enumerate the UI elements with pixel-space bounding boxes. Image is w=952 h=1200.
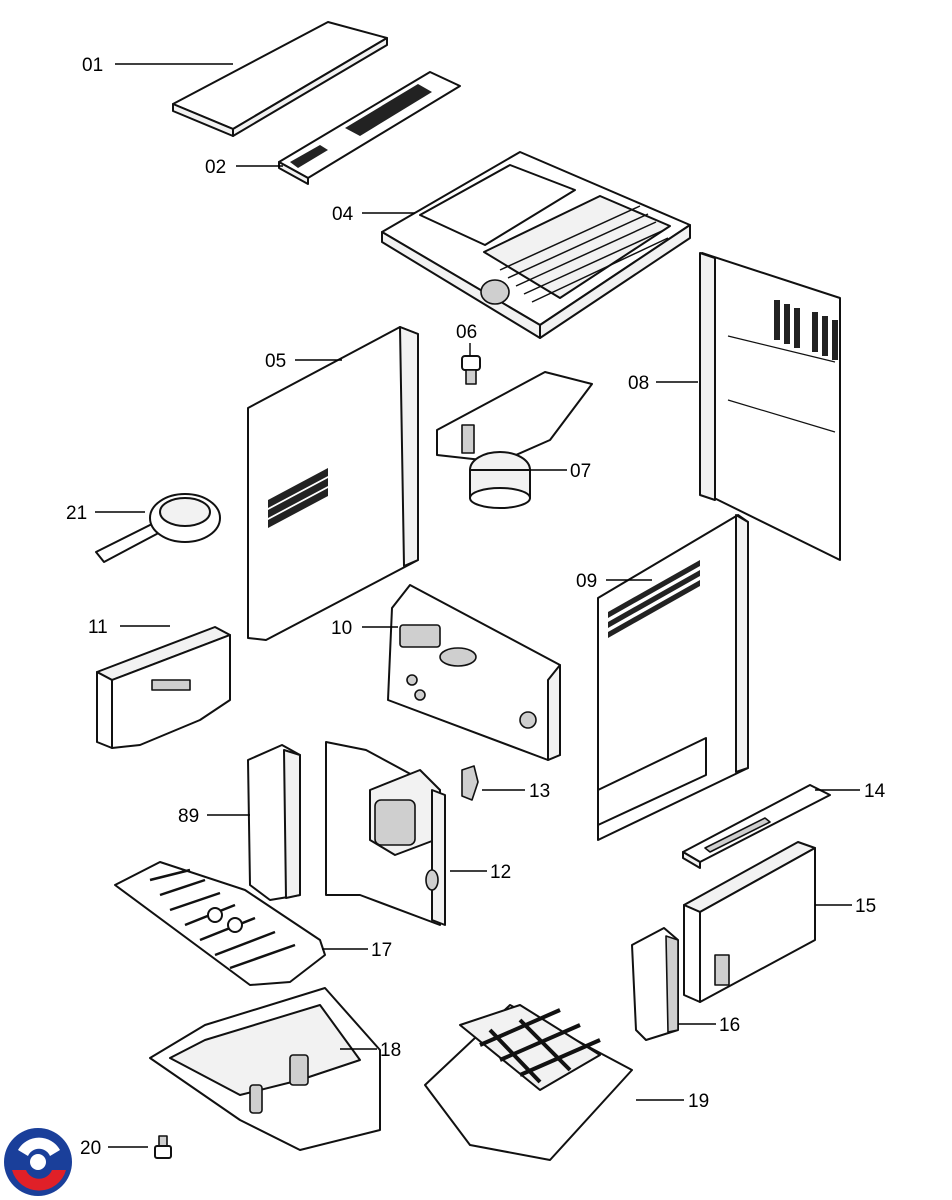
- label-11: 11: [88, 617, 108, 638]
- part-08-rear-panel[interactable]: [699, 252, 841, 561]
- part-10-front-control-panel[interactable]: [387, 584, 561, 761]
- label-18: 18: [380, 1040, 401, 1061]
- label-07: 07: [570, 461, 591, 482]
- part-06-knob[interactable]: [461, 355, 481, 385]
- part-09-right-side-panel[interactable]: [597, 514, 749, 841]
- part-01-top-lid[interactable]: [172, 21, 388, 137]
- part-04-top-frame[interactable]: [381, 151, 691, 339]
- label-20: 20: [80, 1138, 101, 1159]
- label-15: 15: [855, 896, 876, 917]
- part-21-measuring-scoop[interactable]: [95, 493, 221, 563]
- label-12: 12: [490, 862, 511, 883]
- part-11-grounds-container[interactable]: [96, 626, 231, 749]
- part-12-brew-unit[interactable]: [325, 741, 446, 926]
- label-13: 13: [529, 781, 550, 802]
- label-05: 05: [265, 351, 286, 372]
- label-01: 01: [82, 55, 103, 76]
- part-16-side-trim[interactable]: [631, 927, 679, 1041]
- label-06: 06: [456, 322, 477, 343]
- part-13-clip[interactable]: [461, 765, 479, 801]
- label-14: 14: [864, 781, 886, 802]
- label-21: 21: [66, 503, 87, 524]
- label-17: 17: [371, 940, 392, 961]
- part-14-slide-lever[interactable]: [682, 784, 831, 869]
- brand-logo: [4, 1128, 72, 1196]
- label-09: 09: [576, 571, 597, 592]
- label-10: 10: [331, 618, 352, 639]
- part-89-front-trim[interactable]: [247, 744, 301, 901]
- label-04: 04: [332, 204, 354, 225]
- part-20-screw[interactable]: [154, 1135, 172, 1159]
- part-07-funnel-tray[interactable]: [436, 371, 593, 509]
- part-02-vent-strip[interactable]: [278, 71, 461, 185]
- label-16: 16: [719, 1015, 740, 1036]
- part-19-base-frame[interactable]: [424, 1004, 633, 1161]
- part-15-water-tank[interactable]: [683, 841, 816, 1003]
- part-18-drip-tray[interactable]: [149, 987, 381, 1151]
- label-19: 19: [688, 1091, 709, 1112]
- label-02: 02: [205, 157, 226, 178]
- part-05-left-side-panel[interactable]: [247, 326, 419, 641]
- label-08: 08: [628, 373, 649, 394]
- label-89: 89: [178, 806, 199, 827]
- part-17-drip-grid[interactable]: [114, 861, 326, 986]
